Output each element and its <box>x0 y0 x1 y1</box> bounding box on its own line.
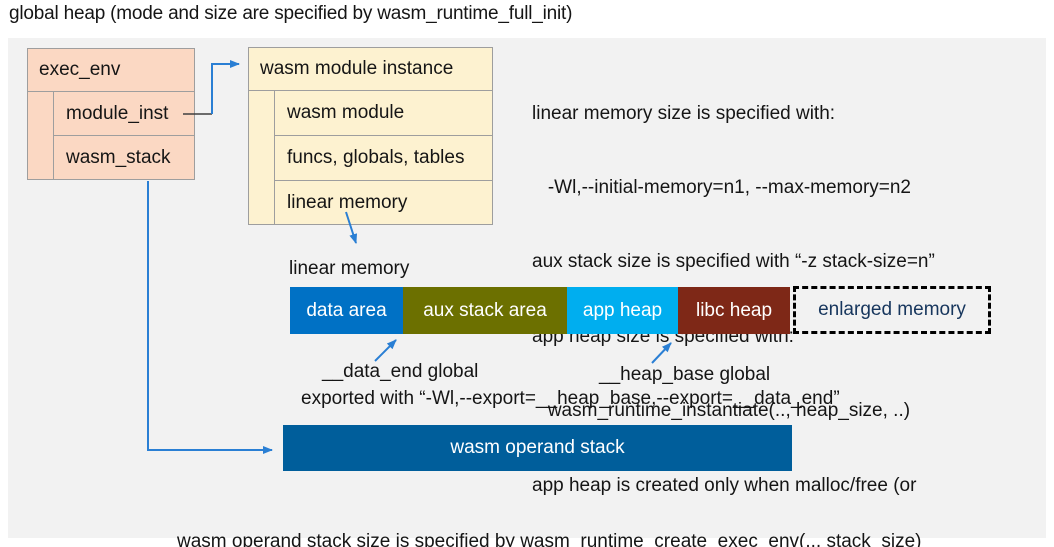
operand-stack-notes: wasm operand stack size is specified by … <box>177 481 922 547</box>
exec-env-box: exec_env module_inst wasm_stack <box>27 48 195 180</box>
segment-aux-stack-area: aux stack area <box>403 287 567 334</box>
note-line: aux stack size is specified with “-z sta… <box>532 251 935 273</box>
note-line: app heap is created only when malloc/fre… <box>532 474 917 496</box>
note-line: wasm operand stack size is specified by … <box>177 531 922 547</box>
exported-with-label: exported with “-Wl,--export=__heap_base,… <box>301 388 840 409</box>
heap-base-global-label: __heap_base global <box>599 364 771 385</box>
diagram-title: global heap (mode and size are specified… <box>9 3 573 24</box>
segment-enlarged-memory: enlarged memory <box>793 286 991 334</box>
linear-memory-label: linear memory <box>289 258 410 279</box>
module-instance-box: wasm module instance wasm module funcs, … <box>248 47 493 225</box>
module-instance-row-linear-memory: linear memory <box>274 181 492 225</box>
module-instance-row-wasm-module: wasm module <box>274 91 492 136</box>
module-instance-row-funcs-globals-tables: funcs, globals, tables <box>274 136 492 181</box>
exec-env-title: exec_env <box>28 49 194 92</box>
data-end-global-label: __data_end global <box>322 361 479 382</box>
module-instance-title: wasm module instance <box>249 48 492 91</box>
segment-data-area: data area <box>290 287 403 334</box>
segment-app-heap: app heap <box>567 287 678 334</box>
exec-env-row-wasm-stack: wasm_stack <box>53 136 194 180</box>
wasm-operand-stack-bar: wasm operand stack <box>283 425 792 471</box>
note-line: wasm_runtime_instantiate(.., heap_size, … <box>532 400 911 422</box>
note-line: -Wl,--initial-memory=n1, --max-memory=n2 <box>532 176 911 198</box>
note-line: linear memory size is specified with: <box>532 102 836 124</box>
exec-env-row-module-inst: module_inst <box>53 92 194 136</box>
segment-libc-heap: libc heap <box>678 287 790 334</box>
